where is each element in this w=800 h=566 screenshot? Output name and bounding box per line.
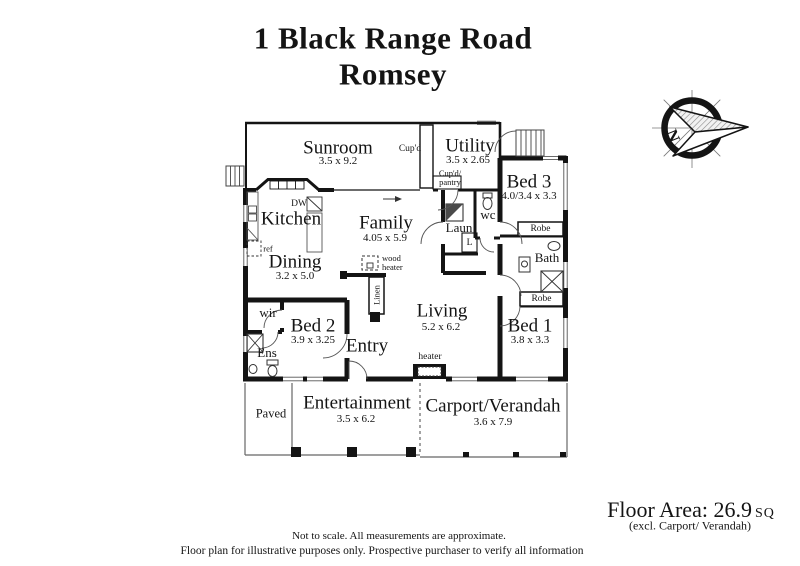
page-title-line2: Romsey — [338, 56, 448, 92]
floor-area-unit: SQ — [754, 506, 775, 522]
carport-dims: 3.6 x 7.9 — [473, 416, 513, 429]
robe-label-bed1: Robe — [531, 293, 552, 304]
verandah-outline — [244, 383, 568, 458]
laundry-label: Laun — [445, 219, 473, 235]
fixtures — [225, 129, 564, 379]
cupboard-label: Cup'd — [398, 143, 422, 154]
fridge-label: ref — [263, 243, 273, 254]
entry-label: Entry — [345, 335, 389, 357]
entertainment-dims: 3.5 x 6.2 — [336, 413, 376, 426]
utility-label: Utility — [445, 135, 495, 157]
utility-dims: 3.5 x 2.65 — [446, 154, 490, 167]
dining-label: Dining — [268, 251, 322, 273]
entertainment-label: Entertainment — [303, 392, 411, 414]
dishwasher-label: DW — [291, 198, 307, 209]
compass-icon: N — [652, 90, 749, 168]
floor-area-value: Floor Area: 26.9 — [607, 497, 752, 523]
bed2-label: Bed 2 — [290, 315, 336, 337]
bath-label: Bath — [534, 249, 560, 265]
bed3-label: Bed 3 — [506, 171, 552, 193]
sunroom-dims: 3.5 x 9.2 — [318, 155, 358, 168]
paved-label: Paved — [255, 406, 287, 421]
bed2-dims: 3.9 x 3.25 — [291, 334, 335, 347]
floor-area-note: (excl. Carport/ Verandah) — [628, 518, 752, 533]
disclaimer-line2: Floor plan for illustrative purposes onl… — [180, 544, 584, 557]
page-title-line1: 1 Black Range Road — [253, 20, 533, 56]
living-label: Living — [416, 300, 468, 322]
wc-label: wc — [480, 206, 496, 222]
bed1-dims: 3.8 x 3.3 — [510, 334, 550, 347]
living-dims: 5.2 x 6.2 — [421, 321, 461, 334]
wir-label: wir — [259, 304, 277, 320]
door-arcs — [261, 130, 523, 380]
linen-label: Linen — [370, 285, 381, 305]
linen-short-label: L — [466, 237, 473, 248]
dining-dims: 3.2 x 5.0 — [275, 270, 315, 283]
ensuite-label: Ens — [257, 344, 277, 360]
family-label: Family — [359, 212, 413, 234]
carport-label: Carport/Verandah — [425, 395, 561, 417]
cupboard-pantry-label: Cup'd/ pantry — [438, 167, 462, 187]
heater-label: heater — [418, 351, 442, 362]
family-dims: 4.05 x 5.9 — [363, 232, 407, 245]
kitchen-label: Kitchen — [260, 208, 322, 230]
robe-label-bed3: Robe — [530, 223, 551, 234]
interior-walls — [245, 124, 566, 379]
disclaimer-line1: Not to scale. All measurements are appro… — [292, 530, 506, 543]
wood-heater-label: wood heater — [382, 252, 403, 272]
bed3-dims: 4.0/3.4 x 3.3 — [501, 190, 557, 203]
bed1-label: Bed 1 — [507, 315, 553, 337]
sunroom-label: Sunroom — [303, 137, 373, 159]
